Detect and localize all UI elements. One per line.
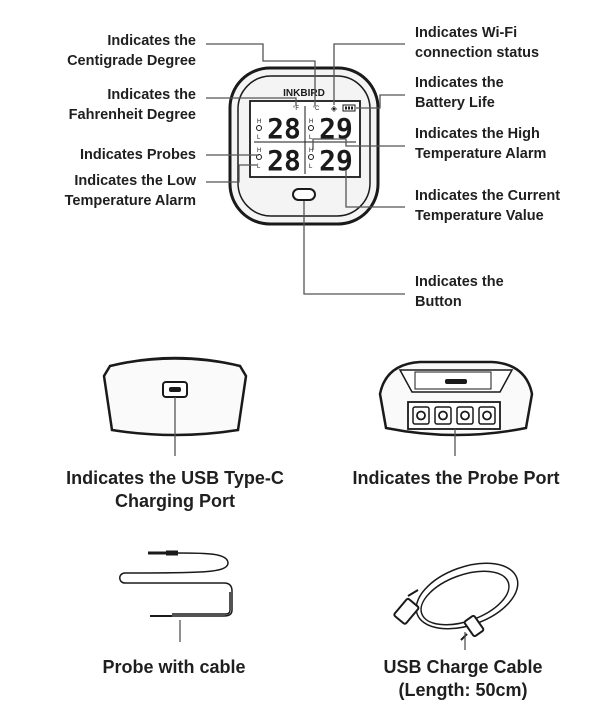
probe1-high-mark: H	[257, 119, 261, 125]
device-button	[292, 188, 316, 201]
device-side-usb	[102, 356, 248, 456]
leader-fahrenheit	[206, 97, 297, 106]
leader-battery	[356, 94, 405, 109]
probe4-low-mark: L	[309, 164, 313, 170]
leader-wifi	[333, 43, 405, 105]
caption-usb-cable: USB Charge Cable(Length: 50cm)	[383, 657, 543, 700]
leader-high-alarm	[312, 138, 405, 150]
probe3-high-mark: H	[257, 148, 261, 154]
leader-low-alarm	[206, 164, 257, 183]
probe2-low-mark: L	[309, 135, 313, 141]
probe1-low-mark: L	[257, 135, 261, 141]
leader-centigrade	[206, 43, 316, 106]
caption-probe: Probe with cable	[102, 657, 246, 677]
probe2-indicator	[308, 125, 314, 131]
reading-probe1: 28	[267, 112, 301, 145]
battery-icon	[342, 104, 356, 112]
leader-lines	[206, 43, 405, 295]
leader-button	[303, 201, 405, 295]
reading-probe2: 29	[319, 112, 353, 145]
unit-centigrade-mark: °C	[313, 106, 320, 112]
probe4-high-mark: H	[309, 148, 313, 154]
probe2-high-mark: H	[309, 119, 313, 125]
probe-cable-illustration	[119, 550, 233, 642]
reading-probe4: 29	[319, 144, 353, 177]
caption-probe-port: Indicates the Probe Port	[352, 468, 560, 488]
probe-jack-icons	[412, 406, 496, 425]
wifi-icon: ◈	[331, 104, 338, 113]
reading-probe3: 28	[267, 144, 301, 177]
unit-fahrenheit-mark: °F	[293, 106, 299, 112]
device-probe-ports	[378, 360, 534, 456]
probe4-indicator	[308, 154, 314, 160]
probe3-low-mark: L	[257, 164, 261, 170]
usb-cable-illustration	[393, 562, 519, 650]
label-probes: Indicates Probes	[79, 147, 196, 163]
brand-logo: INKBIRD	[283, 88, 325, 99]
leader-current-temp	[345, 170, 405, 208]
probe1-indicator	[256, 125, 262, 131]
